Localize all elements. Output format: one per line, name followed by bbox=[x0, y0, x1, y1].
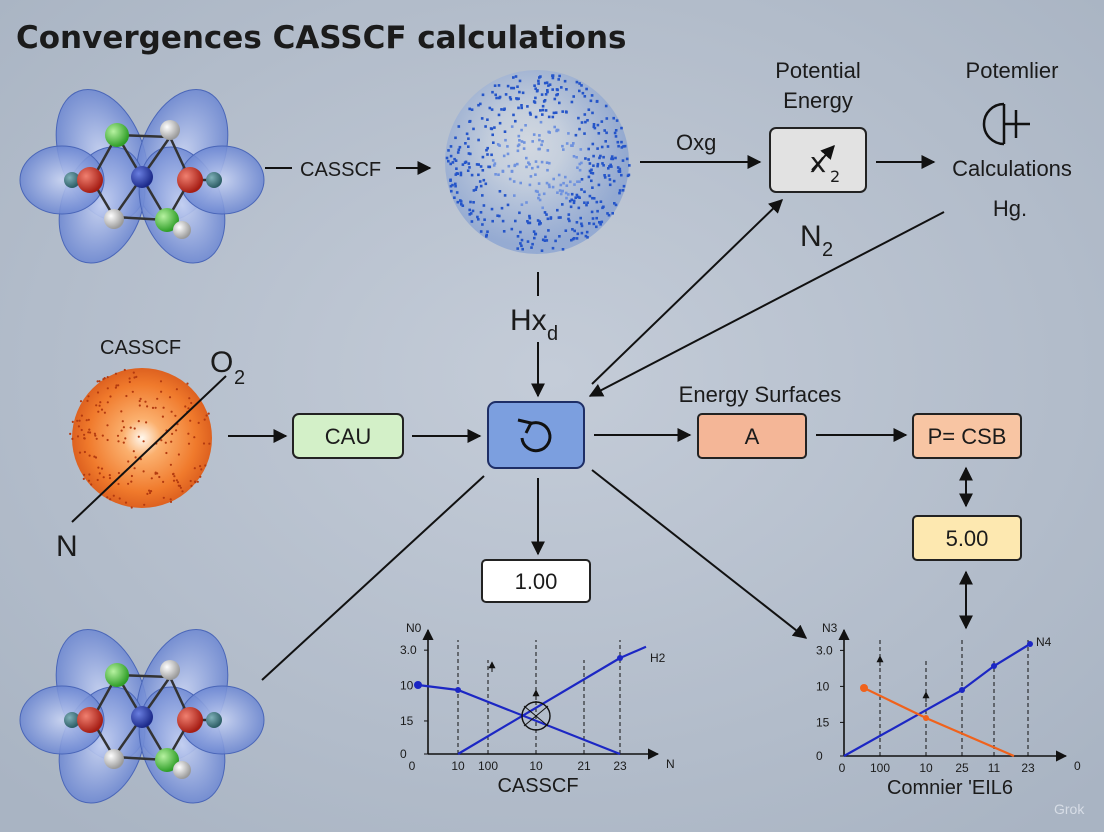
casscf-left-label: CASSCF bbox=[100, 337, 181, 359]
x-tick-label: 100 bbox=[870, 761, 890, 775]
val-5-label: 5.00 bbox=[946, 526, 989, 551]
page-title: Convergences CASSCF calculations bbox=[16, 20, 626, 56]
x-axis-label: 0 bbox=[1074, 759, 1081, 773]
watermark-label: Grok bbox=[1054, 801, 1085, 817]
x-tick-label: 23 bbox=[613, 759, 627, 773]
x-tick-label: 21 bbox=[577, 759, 591, 773]
chart-title: Comnier 'EIL6 bbox=[887, 777, 1013, 799]
y-tick-label: 10 bbox=[400, 679, 414, 693]
p-csb-label: P= CSB bbox=[928, 424, 1007, 449]
energy-surfaces-label: Energy Surfaces bbox=[679, 382, 842, 407]
a-box bbox=[697, 413, 807, 459]
y-tick-label: 10 bbox=[816, 679, 830, 693]
a-label: A bbox=[745, 424, 760, 449]
calculations-label: Calculations bbox=[952, 156, 1072, 181]
x-tick-label: 0 bbox=[839, 761, 846, 775]
x-tick-label: 11 bbox=[988, 761, 1001, 775]
y-axis-label: N0 bbox=[406, 621, 422, 635]
y-tick-label: 0 bbox=[400, 747, 407, 761]
y-tick-label: 0 bbox=[816, 749, 823, 763]
x-tick-label: 10 bbox=[451, 759, 465, 773]
series-name: N4 bbox=[1036, 635, 1052, 649]
cycle-icon bbox=[517, 418, 552, 453]
series-name: H2 bbox=[650, 651, 666, 665]
potential-label: Potential bbox=[775, 58, 861, 83]
p-csb-box bbox=[912, 413, 1022, 459]
x2-box bbox=[769, 127, 867, 193]
line-cycle-to-bottom-molecule bbox=[261, 475, 485, 681]
x-tick-label: 10 bbox=[919, 761, 933, 775]
blue-dot-sphere-icon bbox=[445, 70, 631, 254]
y-tick-label: 3.0 bbox=[400, 643, 417, 657]
x2-box-arrow bbox=[811, 144, 835, 171]
data-point bbox=[860, 684, 868, 692]
energy-label: Energy bbox=[783, 88, 853, 113]
cau-label: CAU bbox=[325, 424, 371, 449]
data-point bbox=[959, 687, 965, 693]
n-label: N bbox=[56, 530, 78, 563]
y-axis-label: N3 bbox=[822, 621, 838, 635]
data-point bbox=[455, 687, 461, 693]
y-tick-label: 3.0 bbox=[816, 643, 833, 657]
n2-subscript: 2 bbox=[822, 239, 833, 261]
val-1-box bbox=[481, 559, 591, 603]
orange-sphere-icon bbox=[69, 368, 212, 509]
val-1-label: 1.00 bbox=[515, 569, 558, 594]
data-point bbox=[414, 681, 422, 689]
x-tick-label: 25 bbox=[955, 761, 969, 775]
intersection-cross bbox=[523, 705, 549, 727]
intersection-marker bbox=[521, 701, 551, 731]
data-point bbox=[1027, 641, 1033, 647]
val-5-box bbox=[912, 515, 1022, 561]
circled-plus-icon bbox=[982, 102, 1030, 146]
x2-box-subscript: 2 bbox=[830, 167, 840, 186]
data-point bbox=[617, 655, 623, 661]
data-point bbox=[923, 715, 929, 721]
series-line bbox=[457, 657, 621, 755]
chart-left: N0N CASSCF 0 15 10 3.0 0 10 100 10 21 23 H2 bbox=[400, 621, 675, 797]
chart-title: CASSCF bbox=[497, 775, 578, 797]
x-tick-label: 100 bbox=[478, 759, 498, 773]
x-tick-label: 23 bbox=[1021, 761, 1035, 775]
n2-label: N bbox=[800, 220, 822, 253]
y-tick-label: 15 bbox=[816, 715, 830, 729]
hg-label: Hg. bbox=[993, 196, 1027, 221]
x-tick-label: 10 bbox=[529, 759, 543, 773]
arrow-calc-to-cycle bbox=[588, 211, 945, 397]
y-tick-label: 15 bbox=[400, 714, 414, 728]
series-line bbox=[619, 645, 647, 660]
cycle-box bbox=[487, 401, 585, 469]
hx-label: Hx bbox=[510, 304, 547, 337]
cau-box bbox=[292, 413, 404, 459]
oxg-label: Oxg bbox=[676, 130, 716, 155]
data-point bbox=[991, 663, 997, 669]
x-axis-label: N bbox=[666, 757, 675, 771]
series-line bbox=[843, 643, 1031, 757]
o2-n-line bbox=[71, 375, 227, 523]
x-tick-label: 0 bbox=[409, 759, 416, 773]
casscf-label: CASSCF bbox=[300, 159, 381, 181]
arrow-cycle-to-x2 bbox=[591, 199, 784, 385]
hx-subscript: d bbox=[547, 323, 558, 345]
arrow-cycle-to-chart2 bbox=[591, 469, 808, 639]
o2-label: O bbox=[210, 346, 233, 379]
potemlier-label: Potemlier bbox=[966, 58, 1059, 83]
o2-subscript: 2 bbox=[234, 367, 245, 389]
